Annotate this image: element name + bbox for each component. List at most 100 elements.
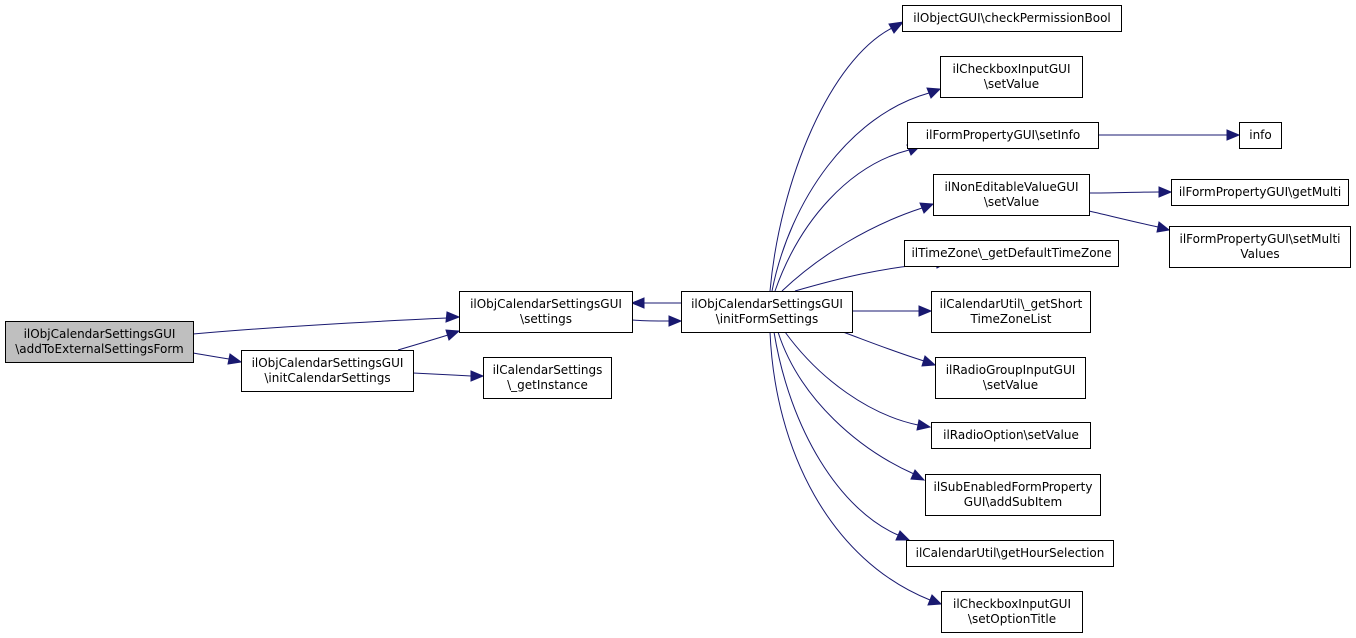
arrowhead-icon (445, 311, 461, 323)
nodes: ilObjCalendarSettingsGUI \addToExternalSe… (5, 5, 1351, 633)
node-box[interactable] (935, 357, 1086, 399)
node-label-line: info (1249, 128, 1272, 142)
node-label-line: ilCalendarSettings (493, 363, 603, 377)
arrowhead-icon (916, 419, 932, 431)
node-box[interactable] (907, 122, 1099, 149)
edge-line (771, 92, 930, 292)
node-init-form-settings[interactable]: ilObjCalendarSettingsGUI\initFormSetting… (681, 291, 853, 333)
node-box[interactable] (1169, 226, 1351, 268)
edge-line (777, 331, 915, 475)
edge-noneditablesetvalue-to-getmulti (1088, 186, 1173, 198)
edge-initformsettings-to-checkpermissionbool (769, 21, 905, 292)
node-get-instance[interactable]: ilCalendarSettings\_getInstance (483, 357, 612, 399)
arrowhead-icon (1158, 186, 1173, 198)
node-box[interactable] (906, 540, 1114, 567)
node-box[interactable] (681, 291, 853, 333)
edge-settings-to-initformsettings (631, 315, 683, 327)
node-box[interactable] (483, 357, 612, 399)
edge-initformsettings-to-radiooptionsetvalue (784, 331, 932, 431)
node-label-line: ilSubEnabledFormProperty (933, 480, 1092, 494)
edge-initcalendarsettings-to-settings (397, 329, 461, 351)
node-non-editable-set-value[interactable]: ilNonEditableValueGUI\setValue (933, 174, 1090, 216)
node-check-permission-bool[interactable]: ilObjectGUI\checkPermissionBool (902, 5, 1122, 32)
node-label-line: ilRadioGroupInputGUI (946, 363, 1076, 377)
node-label-line: \initFormSettings (716, 312, 818, 326)
edge-line (1088, 191, 1160, 194)
node-box[interactable] (941, 591, 1083, 633)
arrowhead-icon (926, 87, 942, 99)
edge-line (192, 317, 448, 335)
edge-line (1088, 210, 1159, 228)
node-settings[interactable]: ilObjCalendarSettingsGUI\settings (459, 291, 633, 333)
node-init-calendar-settings[interactable]: ilObjCalendarSettingsGUI\initCalendarSet… (241, 350, 414, 392)
edge-initformsettings-to-noneditablesetvalue (781, 202, 935, 292)
node-label-line: \addToExternalSettingsForm (15, 342, 184, 356)
node-label-line: \setValue (984, 77, 1039, 91)
edge-line (397, 334, 449, 351)
arrowhead-icon (668, 315, 683, 327)
node-box[interactable] (459, 291, 633, 333)
node-label-line: \setValue (984, 195, 1039, 209)
arrowhead-icon (470, 370, 485, 382)
node-label-line: ilObjCalendarSettingsGUI (691, 297, 843, 311)
edge-root-to-settings (192, 311, 461, 335)
node-box[interactable] (1171, 179, 1349, 206)
edge-line (769, 331, 931, 601)
node-root[interactable]: ilObjCalendarSettingsGUI\addToExternalSe… (5, 321, 194, 363)
node-radio-group-set-value[interactable]: ilRadioGroupInputGUI\setValue (935, 357, 1086, 399)
node-checkbox-set-value[interactable]: ilCheckboxInputGUI\setValue (940, 56, 1083, 98)
node-box[interactable] (931, 291, 1091, 333)
node-box[interactable] (933, 174, 1090, 216)
node-label-line: \_getInstance (507, 378, 588, 392)
node-label-line: ilCalendarUtil\getHourSelection (916, 546, 1105, 560)
edge-initformsettings-to-addsubitem (777, 331, 926, 481)
node-label-line: ilObjCalendarSettingsGUI (252, 356, 404, 370)
node-label-line: \settings (520, 312, 572, 326)
node-box[interactable] (904, 240, 1119, 267)
node-label-line: ilRadioOption\setValue (943, 428, 1079, 442)
node-label-line: \setOptionTitle (968, 612, 1056, 626)
node-label-line: GUI\addSubItem (964, 495, 1062, 509)
node-label-line: ilCheckboxInputGUI (953, 597, 1071, 611)
node-box[interactable] (902, 5, 1122, 32)
node-label-line: Values (1240, 247, 1279, 261)
node-label-line: ilFormPropertyGUI\setInfo (926, 128, 1080, 142)
node-set-info[interactable]: ilFormPropertyGUI\setInfo (907, 122, 1099, 149)
arrowhead-icon (918, 305, 933, 317)
arrowhead-icon (1156, 221, 1171, 233)
arrowhead-icon (227, 353, 243, 365)
node-box[interactable] (931, 422, 1091, 449)
arrowhead-icon (927, 594, 943, 606)
arrowhead-icon (910, 469, 926, 481)
node-box[interactable] (925, 474, 1101, 516)
node-label-line: ilFormPropertyGUI\getMulti (1179, 185, 1341, 199)
arrowhead-icon (888, 21, 905, 34)
node-label-line: ilObjCalendarSettingsGUI (470, 297, 622, 311)
node-label-line: ilCalendarUtil\_getShort (940, 297, 1083, 311)
edge-setinfo-to-info (1098, 129, 1241, 141)
edge-line (784, 331, 919, 426)
node-set-option-title[interactable]: ilCheckboxInputGUI\setOptionTitle (941, 591, 1083, 633)
node-label-line: ilTimeZone\_getDefaultTimeZone (911, 246, 1111, 260)
node-radio-option-set-value[interactable]: ilRadioOption\setValue (931, 422, 1091, 449)
node-get-default-time-zone[interactable]: ilTimeZone\_getDefaultTimeZone (904, 240, 1119, 267)
edge-root-to-initcalendarsettings (192, 352, 243, 365)
edge-initformsettings-to-getshorttimezonelist (852, 305, 933, 317)
edge-line (774, 149, 910, 292)
edge-noneditablesetvalue-to-setmultivalues (1088, 210, 1171, 233)
edge-line (192, 352, 230, 360)
node-box[interactable] (940, 56, 1083, 98)
node-label-line: ilFormPropertyGUI\setMulti (1179, 232, 1340, 246)
node-box[interactable] (1239, 122, 1282, 149)
node-get-hour-selection[interactable]: ilCalendarUtil\getHourSelection (906, 540, 1114, 567)
node-get-multi[interactable]: ilFormPropertyGUI\getMulti (1171, 179, 1349, 206)
arrowhead-icon (1226, 129, 1241, 141)
node-box[interactable] (5, 321, 194, 363)
node-info[interactable]: info (1239, 122, 1282, 149)
arrowhead-icon (921, 355, 937, 367)
node-box[interactable] (241, 350, 414, 392)
